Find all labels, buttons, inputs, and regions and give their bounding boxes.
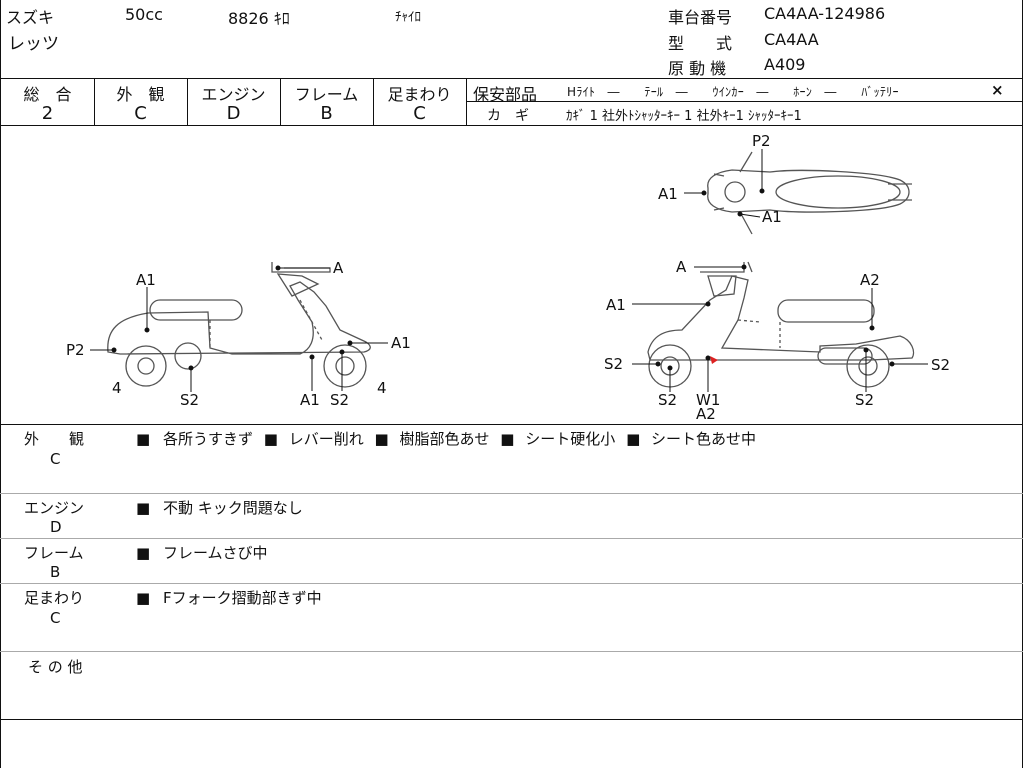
- grade-divider: [466, 78, 467, 126]
- frame-left-border: [0, 0, 1, 768]
- grade-value-engine: D: [226, 103, 241, 124]
- engine-model-value: A409: [764, 55, 806, 74]
- section-title: フレーム: [24, 544, 84, 562]
- diagram-label: S2: [180, 391, 199, 409]
- scooter-damage-diagram: A1 P2 4 S2 A A1 A1 S2 4 P2 A1 A1 A A2 A1…: [66, 132, 950, 423]
- displacement: 50cc: [125, 5, 163, 24]
- diagram-label: S2: [855, 391, 874, 409]
- body-color: ﾁｬｲﾛ: [395, 10, 421, 25]
- section-title: 足まわり: [24, 589, 85, 607]
- maker-name: スズキ: [6, 8, 55, 27]
- diagram-label: A2: [696, 405, 716, 423]
- bullet-icon: ■: [263, 430, 278, 448]
- section-grade: C: [50, 450, 61, 468]
- section-title: 外 観: [24, 430, 85, 448]
- battery-missing-mark: ×: [991, 81, 1004, 99]
- note-item: レバー削れ: [288, 430, 364, 448]
- diagram-label: A2: [860, 271, 880, 289]
- mileage: 8826 ｷﾛ: [228, 9, 290, 28]
- scooter-top-view: [707, 151, 912, 235]
- section-grade: B: [50, 563, 61, 581]
- bullet-icon: ■: [136, 499, 151, 517]
- diagram-label: S2: [604, 355, 623, 373]
- section-grade: D: [50, 518, 62, 536]
- safety-parts-label: 保安部品: [473, 85, 538, 104]
- bullet-icon: ■: [374, 430, 389, 448]
- grade-label-suspension: 足まわり: [387, 85, 452, 104]
- grade-divider: [94, 78, 95, 126]
- bullet-icon: ■: [136, 589, 151, 607]
- safety-parts-items: Hﾗｲﾄ ― ﾃｰﾙ ― ｳｲﾝｶｰ ― ﾎｰﾝ ― ﾊﾞｯﾃﾘｰ: [567, 85, 899, 99]
- note-item: シート硬化小: [525, 430, 616, 448]
- section-line: [0, 719, 1023, 720]
- safety-divider-line: [467, 101, 1023, 102]
- damage-marker: [710, 356, 718, 364]
- model-type-label: 型 式: [668, 34, 733, 53]
- section-line: [0, 651, 1023, 652]
- diagram-label: S2: [330, 391, 349, 409]
- bullet-icon: ■: [626, 430, 641, 448]
- diagram-label: A1: [606, 296, 626, 314]
- diagram-label: 4: [377, 379, 387, 397]
- section-grade: C: [50, 609, 61, 627]
- key-items: ｶｷﾞ 1 社外ﾄｼｬｯﾀｰｷｰ 1 社外ｷｰ1 ｼｬｯﾀｰｷｰ1: [566, 109, 802, 124]
- scooter-right-view: [647, 261, 915, 388]
- diagram-label: S2: [931, 356, 950, 374]
- frame-number-label: 車台番号: [668, 8, 733, 27]
- key-label: カ ギ: [487, 108, 529, 124]
- diagram-label: P2: [752, 132, 771, 150]
- frame-number-value: CA4AA-124986: [764, 4, 886, 23]
- diagram-label: A1: [300, 391, 320, 409]
- engine-model-label: 原 動 機: [668, 59, 727, 78]
- section-notes: ■ 各所うすきず ■ レバー削れ ■ 樹脂部色あせ ■ シート硬化小 ■ シート…: [136, 428, 756, 449]
- grade-value-suspension: C: [413, 103, 426, 124]
- section-notes: ■ 不動 キック問題なし: [136, 497, 303, 518]
- grade-value-frame: B: [320, 103, 333, 124]
- grade-divider: [187, 78, 188, 126]
- diagram-label: A1: [136, 271, 156, 289]
- grade-divider: [280, 78, 281, 126]
- section-notes: ■ フレームさび中: [136, 542, 268, 563]
- note-item: Fフォーク摺動部きず中: [162, 589, 322, 607]
- bullet-icon: ■: [500, 430, 515, 448]
- section-line: [0, 538, 1023, 539]
- note-item: シート色あせ中: [651, 430, 757, 448]
- diagram-label: A1: [762, 208, 782, 226]
- note-item: 不動 キック問題なし: [162, 499, 303, 517]
- diagram-label: A1: [391, 334, 411, 352]
- grade-value-overall: 2: [41, 103, 54, 124]
- section-line: [0, 583, 1023, 584]
- note-item: フレームさび中: [162, 544, 268, 562]
- grade-divider: [373, 78, 374, 126]
- grade-table-bottom-line: [0, 125, 1023, 126]
- grade-table-top-line: [0, 78, 1023, 79]
- frame-right-border: [1022, 0, 1023, 768]
- section-notes: ■ Fフォーク摺動部きず中: [136, 587, 322, 608]
- note-item: 樹脂部色あせ: [399, 430, 490, 448]
- diagram-label: P2: [66, 341, 85, 359]
- diagram-label: 4: [112, 379, 122, 397]
- section-line: [0, 424, 1023, 425]
- diagram-label: A1: [658, 185, 678, 203]
- grade-label-exterior: 外 観: [116, 85, 165, 104]
- scooter-left-view: [107, 262, 371, 388]
- grade-label-frame: フレーム: [294, 85, 359, 104]
- diagram-label: W1: [696, 391, 720, 409]
- note-item: 各所うすきず: [162, 430, 253, 448]
- diagram-label: A: [333, 259, 344, 277]
- section-line: [0, 493, 1023, 494]
- grade-value-exterior: C: [134, 103, 147, 124]
- grade-label-overall: 総 合: [23, 85, 72, 104]
- model-name: レッツ: [8, 34, 59, 54]
- section-title: そ の 他: [28, 658, 83, 676]
- grade-label-engine: エンジン: [201, 85, 266, 104]
- bullet-icon: ■: [136, 430, 151, 448]
- bullet-icon: ■: [136, 544, 151, 562]
- model-type-value: CA4AA: [764, 30, 819, 49]
- diagram-label: A: [676, 258, 687, 276]
- section-title: エンジン: [24, 499, 85, 517]
- diagram-label: S2: [658, 391, 677, 409]
